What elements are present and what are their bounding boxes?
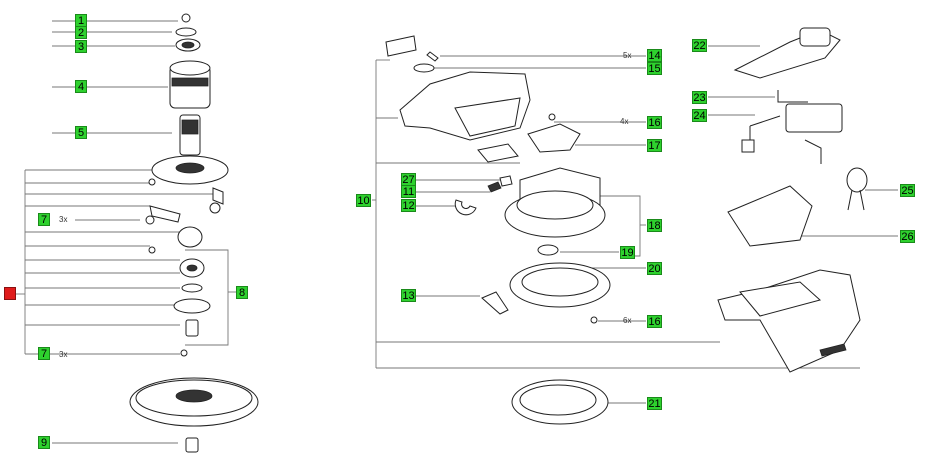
callout-4[interactable]: 4 [75, 80, 87, 93]
quantity-7-a: 3x [59, 215, 68, 224]
housing-parts [385, 35, 611, 425]
callout-23[interactable]: 23 [692, 91, 707, 104]
red-marker[interactable] [4, 287, 16, 300]
quantity-7-b: 3x [59, 350, 68, 359]
callout-16-b[interactable]: 16 [647, 315, 662, 328]
callout-13[interactable]: 13 [401, 289, 416, 302]
callout-14[interactable]: 14 [647, 49, 662, 62]
callout-10[interactable]: 10 [356, 194, 371, 207]
callout-20[interactable]: 20 [647, 262, 662, 275]
callout-12[interactable]: 12 [401, 199, 416, 212]
right-leader-lines [708, 45, 898, 237]
callout-25[interactable]: 25 [900, 184, 915, 197]
callout-7-b[interactable]: 7 [38, 347, 50, 360]
callout-8[interactable]: 8 [236, 286, 248, 299]
callout-5[interactable]: 5 [75, 126, 87, 139]
motor-parts [145, 13, 229, 357]
callout-19[interactable]: 19 [620, 246, 635, 259]
callout-15[interactable]: 15 [647, 62, 662, 75]
callout-24[interactable]: 24 [692, 109, 707, 122]
electrical-parts [717, 27, 868, 373]
callout-18[interactable]: 18 [647, 219, 662, 232]
callout-22[interactable]: 22 [692, 39, 707, 52]
quantity-16-a: 4x [620, 117, 629, 126]
callout-17[interactable]: 17 [647, 139, 662, 152]
callout-3[interactable]: 3 [75, 40, 87, 53]
callout-2[interactable]: 2 [75, 26, 87, 39]
sanding-pad [129, 377, 259, 453]
quantity-14: 5x [623, 51, 632, 60]
middle-leader-lines [372, 55, 860, 404]
left-leader-lines [10, 20, 236, 444]
callout-26[interactable]: 26 [900, 230, 915, 243]
callout-7-a[interactable]: 7 [38, 213, 50, 226]
quantity-16-b: 6x [623, 316, 632, 325]
callout-9[interactable]: 9 [38, 436, 50, 449]
callout-16-a[interactable]: 16 [647, 116, 662, 129]
callout-21[interactable]: 21 [647, 397, 662, 410]
callout-27[interactable]: 27 [401, 173, 416, 186]
